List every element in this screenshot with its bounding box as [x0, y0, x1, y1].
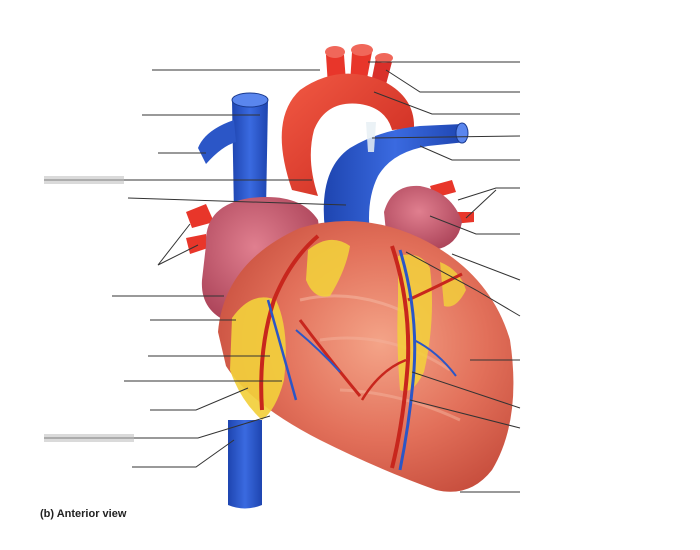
leader-line [409, 399, 521, 429]
leader-line [429, 215, 520, 235]
label-placeholder [44, 176, 124, 184]
leader-line [451, 253, 521, 281]
leader-line [127, 197, 347, 206]
pulmonary-veins [186, 180, 474, 254]
superior-vena-cava [198, 92, 269, 215]
cardiac-veins [266, 249, 457, 471]
leader-line [373, 91, 520, 115]
leader-line [419, 145, 520, 161]
leader-line [157, 223, 199, 266]
leader-line [132, 439, 235, 468]
leader-line [411, 371, 521, 409]
aortic-arch [281, 44, 415, 196]
leader-line [457, 187, 520, 201]
ventricles [218, 220, 514, 492]
leader-line [150, 387, 249, 411]
leader-line [465, 189, 497, 219]
label-placeholder [44, 434, 134, 442]
inferior-vena-cava [228, 420, 262, 509]
figure-caption: (b) Anterior view [40, 508, 127, 520]
leader-line [385, 69, 520, 93]
label-placeholders [44, 176, 134, 442]
leader-line [405, 251, 521, 317]
pulmonary-trunk [323, 122, 469, 235]
leader-lines-right [368, 61, 521, 493]
coronary-arteries [259, 234, 463, 469]
leader-line [371, 135, 521, 139]
